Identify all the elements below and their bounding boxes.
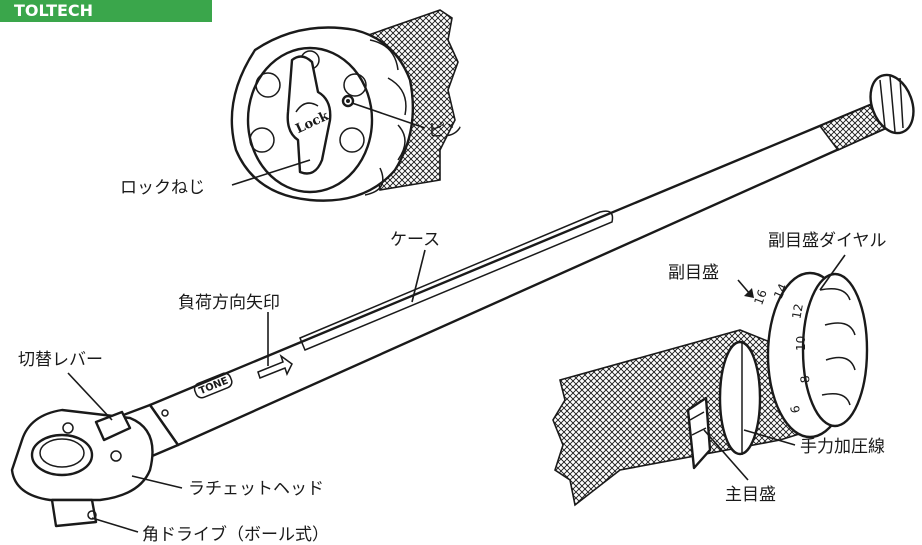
badge-text: TOLTECH: [14, 1, 93, 20]
dial-number: 16: [751, 288, 769, 307]
pin-leader: [351, 102, 426, 129]
load-direction-arrow-icon: [257, 354, 293, 379]
label-sub-scale-dial: 副目盛ダイヤル: [768, 231, 887, 251]
dial-number: 12: [789, 303, 805, 320]
main-scale-window: [686, 396, 712, 470]
scale-dial-inset: 16 14 12 10 8 6: [552, 271, 869, 507]
label-sub-scale: 副目盛: [668, 263, 719, 283]
dial-rim: [801, 272, 869, 428]
sub-scale-leader: [737, 279, 751, 295]
label-square-drive: 角ドライブ（ボール式）: [142, 524, 329, 545]
dial-number: 10: [794, 336, 808, 351]
square-drive-leader: [91, 517, 139, 533]
label-ratchet-head: ラチェットヘッド: [188, 479, 324, 499]
dial-number: 8: [798, 375, 813, 384]
header-badge: TOLTECH: [0, 0, 212, 22]
dial-number: 14: [771, 281, 790, 301]
switch-lever: [94, 410, 132, 442]
badge-background: [0, 0, 212, 22]
square-drive: [50, 498, 98, 528]
ratchet-head-leader: [131, 475, 183, 489]
brand-plate: [193, 372, 233, 399]
grip-end-inset: Lock: [230, 9, 459, 202]
screw-icon: [62, 422, 74, 434]
main-scale-leader: [703, 429, 749, 481]
label-pin: ピン: [428, 121, 462, 141]
lock-screw-leader: [231, 159, 311, 186]
label-case: ケース: [390, 230, 440, 250]
lock-arrow-icon: [295, 102, 319, 113]
switch-lever-leader: [67, 372, 113, 421]
ratchet-cap: [30, 433, 94, 477]
label-pressure-line: 手力加圧線: [800, 437, 885, 457]
label-load-arrow: 負荷方向矢印: [178, 293, 280, 313]
case-ring: [718, 340, 762, 456]
label-lock-screw: ロックねじ: [120, 178, 205, 198]
lock-screw: [286, 55, 332, 175]
sub-scale-dial-leader: [819, 254, 846, 291]
screw-icon: [110, 450, 122, 462]
case-leader: [411, 249, 426, 303]
case-highlight: [299, 210, 614, 351]
torque-wrench: TONE: [10, 73, 915, 528]
label-main-scale: 主目盛: [725, 485, 776, 505]
pressure-line-leader: [743, 429, 796, 446]
label-switch-lever: 切替レバー: [18, 350, 103, 370]
dial-number: 6: [788, 404, 803, 414]
